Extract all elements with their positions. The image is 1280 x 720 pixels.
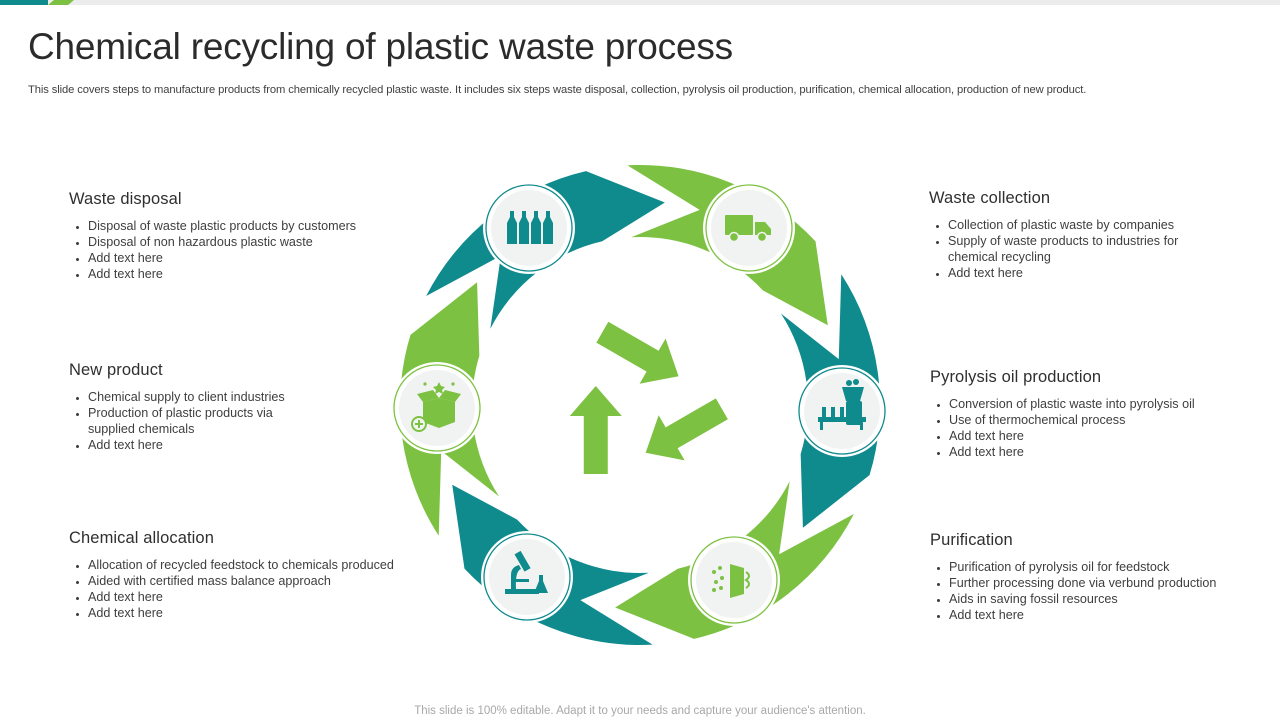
step-title: Purification bbox=[930, 531, 1013, 549]
bullet-item: Add text here bbox=[949, 428, 1250, 444]
bullet-item: Allocation of recycled feedstock to chem… bbox=[88, 557, 439, 573]
step-title: Pyrolysis oil production bbox=[930, 368, 1102, 386]
bullet-item: Add text here bbox=[949, 607, 1260, 623]
bullet-item: Use of thermochemical process bbox=[949, 412, 1250, 428]
icon-ring-border bbox=[393, 364, 481, 452]
bullet-item: Supply of waste products to industries f… bbox=[948, 233, 1219, 265]
bullet-item: Further processing done via verbund prod… bbox=[949, 575, 1260, 591]
bullet-item: Add text here bbox=[88, 250, 429, 266]
icon-ring-border bbox=[483, 533, 571, 621]
icon-glyph bbox=[818, 379, 866, 430]
step-waste-collection: Waste collection Collection of plastic w… bbox=[929, 189, 1219, 281]
top-accent-teal bbox=[0, 0, 48, 5]
recycle-icon bbox=[569, 321, 728, 474]
bullet-item: Aids in saving fossil resources bbox=[949, 591, 1260, 607]
top-accent-green bbox=[48, 0, 74, 5]
top-accent-bar bbox=[0, 0, 1280, 5]
step-title: Waste disposal bbox=[69, 190, 182, 208]
icon-ring-border bbox=[798, 367, 886, 455]
bullet-item: Add text here bbox=[949, 444, 1250, 460]
page-title: Chemical recycling of plastic waste proc… bbox=[28, 26, 733, 67]
icon-glyph bbox=[411, 382, 461, 432]
microscope-icon bbox=[481, 531, 573, 623]
step-new-product: New product Chemical supply to client in… bbox=[69, 361, 309, 453]
step-bullets: Chemical supply to client industries Pro… bbox=[69, 389, 309, 453]
bullet-item: Disposal of waste plastic products by cu… bbox=[88, 218, 429, 234]
bullet-item: Collection of plastic waste by companies bbox=[948, 217, 1219, 233]
icon-disc bbox=[489, 539, 565, 615]
step-bullets: Disposal of waste plastic products by cu… bbox=[69, 218, 429, 282]
icon-glyph bbox=[712, 564, 750, 598]
page-subtitle: This slide covers steps to manufacture p… bbox=[28, 84, 1087, 96]
recycle-arrow-2 bbox=[645, 398, 728, 461]
bullet-item: Chemical supply to client industries bbox=[88, 389, 309, 405]
step-bullets: Conversion of plastic waste into pyrolys… bbox=[930, 396, 1250, 460]
step-title: Waste collection bbox=[929, 189, 1051, 207]
bullet-item: Add text here bbox=[88, 266, 429, 282]
bullet-item: Purification of pyrolysis oil for feedst… bbox=[949, 559, 1260, 575]
step-purification: Purification Purification of pyrolysis o… bbox=[930, 531, 1260, 623]
bullet-item: Add text here bbox=[88, 437, 309, 453]
step-bullets: Collection of plastic waste by companies… bbox=[929, 217, 1219, 281]
bullet-item: Disposal of non hazardous plastic waste bbox=[88, 234, 429, 250]
step-title: New product bbox=[69, 361, 163, 379]
bullet-item: Aided with certified mass balance approa… bbox=[88, 573, 439, 589]
icon-glyph bbox=[505, 550, 548, 594]
icon-glyph bbox=[507, 211, 553, 244]
step-title: Chemical allocation bbox=[69, 529, 214, 547]
truck-icon bbox=[703, 182, 795, 274]
bullet-item: Add text here bbox=[88, 589, 439, 605]
bullet-item: Add text here bbox=[88, 605, 439, 621]
icon-ring-border bbox=[485, 184, 573, 272]
step-bullets: Purification of pyrolysis oil for feedst… bbox=[930, 559, 1260, 623]
bottles-icon bbox=[483, 182, 575, 274]
step-chemical-allocation: Chemical allocation Allocation of recycl… bbox=[69, 529, 439, 621]
step-pyrolysis-oil-production: Pyrolysis oil production Conversion of p… bbox=[930, 368, 1250, 460]
step-waste-disposal: Waste disposal Disposal of waste plastic… bbox=[69, 190, 429, 282]
new-product-box-icon bbox=[391, 362, 483, 454]
icon-glyph bbox=[725, 215, 771, 243]
step-bullets: Allocation of recycled feedstock to chem… bbox=[69, 557, 439, 621]
bullet-item: Conversion of plastic waste into pyrolys… bbox=[949, 396, 1250, 412]
recycle-arrow-1 bbox=[596, 321, 679, 384]
bullet-item: Production of plastic products via suppl… bbox=[88, 405, 309, 437]
recycle-arrow-3 bbox=[569, 386, 622, 474]
bullet-item: Add text here bbox=[948, 265, 1219, 281]
icon-ring-border bbox=[705, 184, 793, 272]
footer-note: This slide is 100% editable. Adapt it to… bbox=[414, 705, 866, 717]
filter-icon bbox=[688, 534, 780, 626]
factory-icon bbox=[796, 365, 888, 457]
icon-ring-border bbox=[690, 536, 778, 624]
